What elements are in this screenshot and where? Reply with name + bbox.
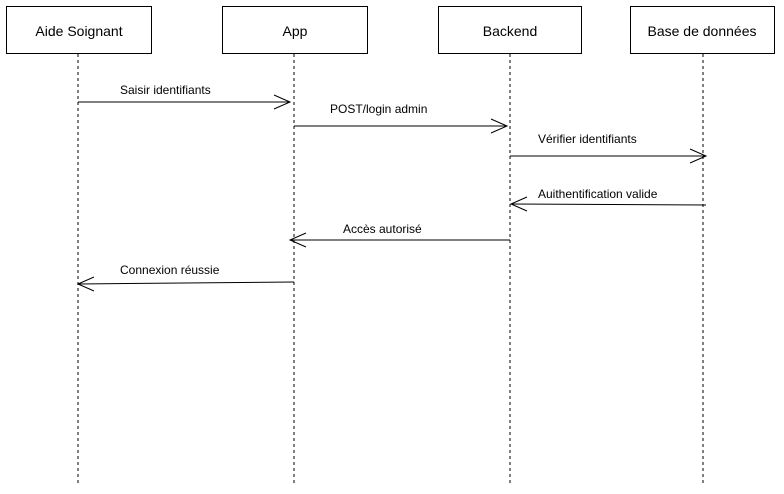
participant-box-aide-soignant <box>6 6 152 54</box>
message-label: Accès autorisé <box>343 222 422 236</box>
participant-box-base-de-donnees <box>630 6 775 54</box>
arrowhead-right-icon <box>273 94 292 110</box>
participant-label-app: App <box>283 23 308 39</box>
message-post-login-admin: POST/login admin <box>294 102 509 134</box>
message-label: Saisir identifiants <box>120 83 211 97</box>
message-verifier-identifiants: Vérifier identifiants <box>510 132 708 164</box>
participant-aide-soignant: Aide Soignant <box>6 6 152 484</box>
arrowhead-right-icon <box>689 148 708 164</box>
message-label: Connexion réussie <box>120 263 220 277</box>
message-line <box>510 203 707 206</box>
message-saisir-identifiants: Saisir identifiants <box>78 83 292 110</box>
participant-label-backend: Backend <box>483 23 537 39</box>
participant-box-backend <box>438 6 582 54</box>
participant-label-base-de-donnees: Base de données <box>648 23 757 39</box>
participant-backend: Backend <box>438 6 582 484</box>
message-label: Vérifier identifiants <box>538 132 637 146</box>
message-acces-autorise: Accès autorisé <box>288 222 510 248</box>
arrowhead-right-icon <box>490 118 509 134</box>
message-label: POST/login admin <box>330 102 427 116</box>
message-authentification-valide: Auithentification valide <box>509 187 707 212</box>
message-line <box>77 281 295 285</box>
arrowhead-left-icon <box>76 276 95 292</box>
participant-app: App <box>222 6 368 484</box>
arrowhead-left-icon <box>509 196 528 212</box>
message-connexion-reussie: Connexion réussie <box>76 263 295 292</box>
participant-label-aide-soignant: Aide Soignant <box>35 23 122 39</box>
message-label: Auithentification valide <box>538 187 658 201</box>
participant-base-de-donnees: Base de données <box>630 6 775 484</box>
participant-box-app <box>222 6 368 54</box>
arrowhead-left-icon <box>288 232 307 248</box>
